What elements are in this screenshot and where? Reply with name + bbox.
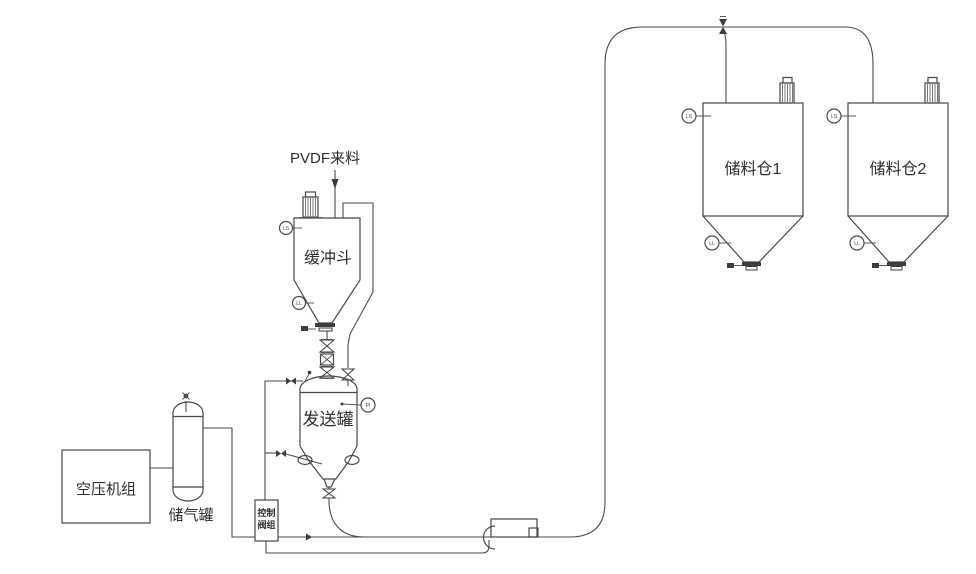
storage-silo-2: 储料仓2 LS LL bbox=[826, 76, 949, 271]
storage-silo-1: 储料仓1 LS LL bbox=[681, 76, 804, 271]
control-valve-label-1: 控制 bbox=[257, 507, 275, 518]
vent-filter-icon bbox=[299, 191, 322, 218]
silo1-outlet-icon bbox=[727, 262, 761, 271]
silo1-level-high-instrument: LS bbox=[681, 108, 711, 124]
discharge-curve bbox=[328, 499, 365, 538]
silo2-level-low-instrument: LL bbox=[849, 235, 876, 251]
air-compressor-label: 空压机组 bbox=[76, 481, 136, 498]
silo2-vent-filter-icon bbox=[924, 76, 940, 104]
fluidizing-valve-icon bbox=[276, 450, 286, 457]
level-high-tag: LS bbox=[283, 226, 290, 232]
conveying-pipeline bbox=[362, 16, 874, 538]
top-inlet-valve-icon bbox=[286, 370, 312, 385]
air-supply-line bbox=[150, 370, 490, 554]
air-receiver-tank: 储气罐 bbox=[168, 392, 214, 524]
tank-discharge-valve-icon bbox=[321, 487, 337, 500]
silo2-level-low-tag: LL bbox=[854, 241, 860, 247]
send-tank-label: 发送罐 bbox=[303, 410, 354, 429]
expansion-joint-icon bbox=[319, 353, 335, 366]
diverter-valve-icon bbox=[719, 16, 727, 34]
silo2-outlet-icon bbox=[872, 262, 906, 271]
send-tank: 发送罐 PI bbox=[297, 375, 376, 538]
aeration-pad-left-icon bbox=[297, 454, 313, 466]
flow-arrow-icon bbox=[331, 179, 339, 189]
level-low-instrument: LL bbox=[291, 295, 314, 311]
booster-icon bbox=[482, 518, 539, 550]
control-valve-label-2: 阀组 bbox=[257, 519, 275, 530]
silo1-label: 储料仓1 bbox=[725, 160, 782, 178]
silo2-level-high-tag: LS bbox=[831, 114, 838, 120]
control-valve-group: 控制 阀组 bbox=[254, 499, 279, 542]
hopper-outlet-icon bbox=[301, 323, 335, 332]
buffer-hopper-label: 缓冲斗 bbox=[304, 249, 352, 267]
silo1-level-high-tag: LS bbox=[686, 114, 693, 120]
level-low-tag: LL bbox=[296, 301, 302, 307]
silo2-label: 储料仓2 bbox=[870, 160, 927, 178]
silo1-level-low-instrument: LL bbox=[704, 235, 731, 251]
pvdf-feed: PVDF来料 bbox=[290, 150, 360, 218]
silo1-level-low-tag: LL bbox=[709, 241, 715, 247]
pressure-instrument: PI bbox=[340, 397, 376, 413]
safety-valve-icon bbox=[182, 392, 190, 412]
silo1-vent-filter-icon bbox=[779, 76, 795, 104]
air-compressor-unit: 空压机组 bbox=[61, 449, 151, 524]
check-valve-icon bbox=[306, 533, 312, 541]
silo2-level-high-instrument: LS bbox=[826, 108, 856, 124]
air-receiver-label: 储气罐 bbox=[168, 507, 213, 524]
pressure-tag: PI bbox=[366, 403, 371, 409]
level-high-instrument: LS bbox=[278, 220, 302, 236]
hopper-discharge-valve-stack bbox=[318, 331, 336, 379]
aeration-pad-right-icon bbox=[344, 454, 360, 466]
discharge-valve-2-icon bbox=[318, 366, 336, 379]
discharge-valve-1-icon bbox=[318, 339, 336, 353]
buffer-hopper: 缓冲斗 LS LL bbox=[278, 191, 374, 386]
pvdf-feed-label: PVDF来料 bbox=[290, 150, 360, 167]
